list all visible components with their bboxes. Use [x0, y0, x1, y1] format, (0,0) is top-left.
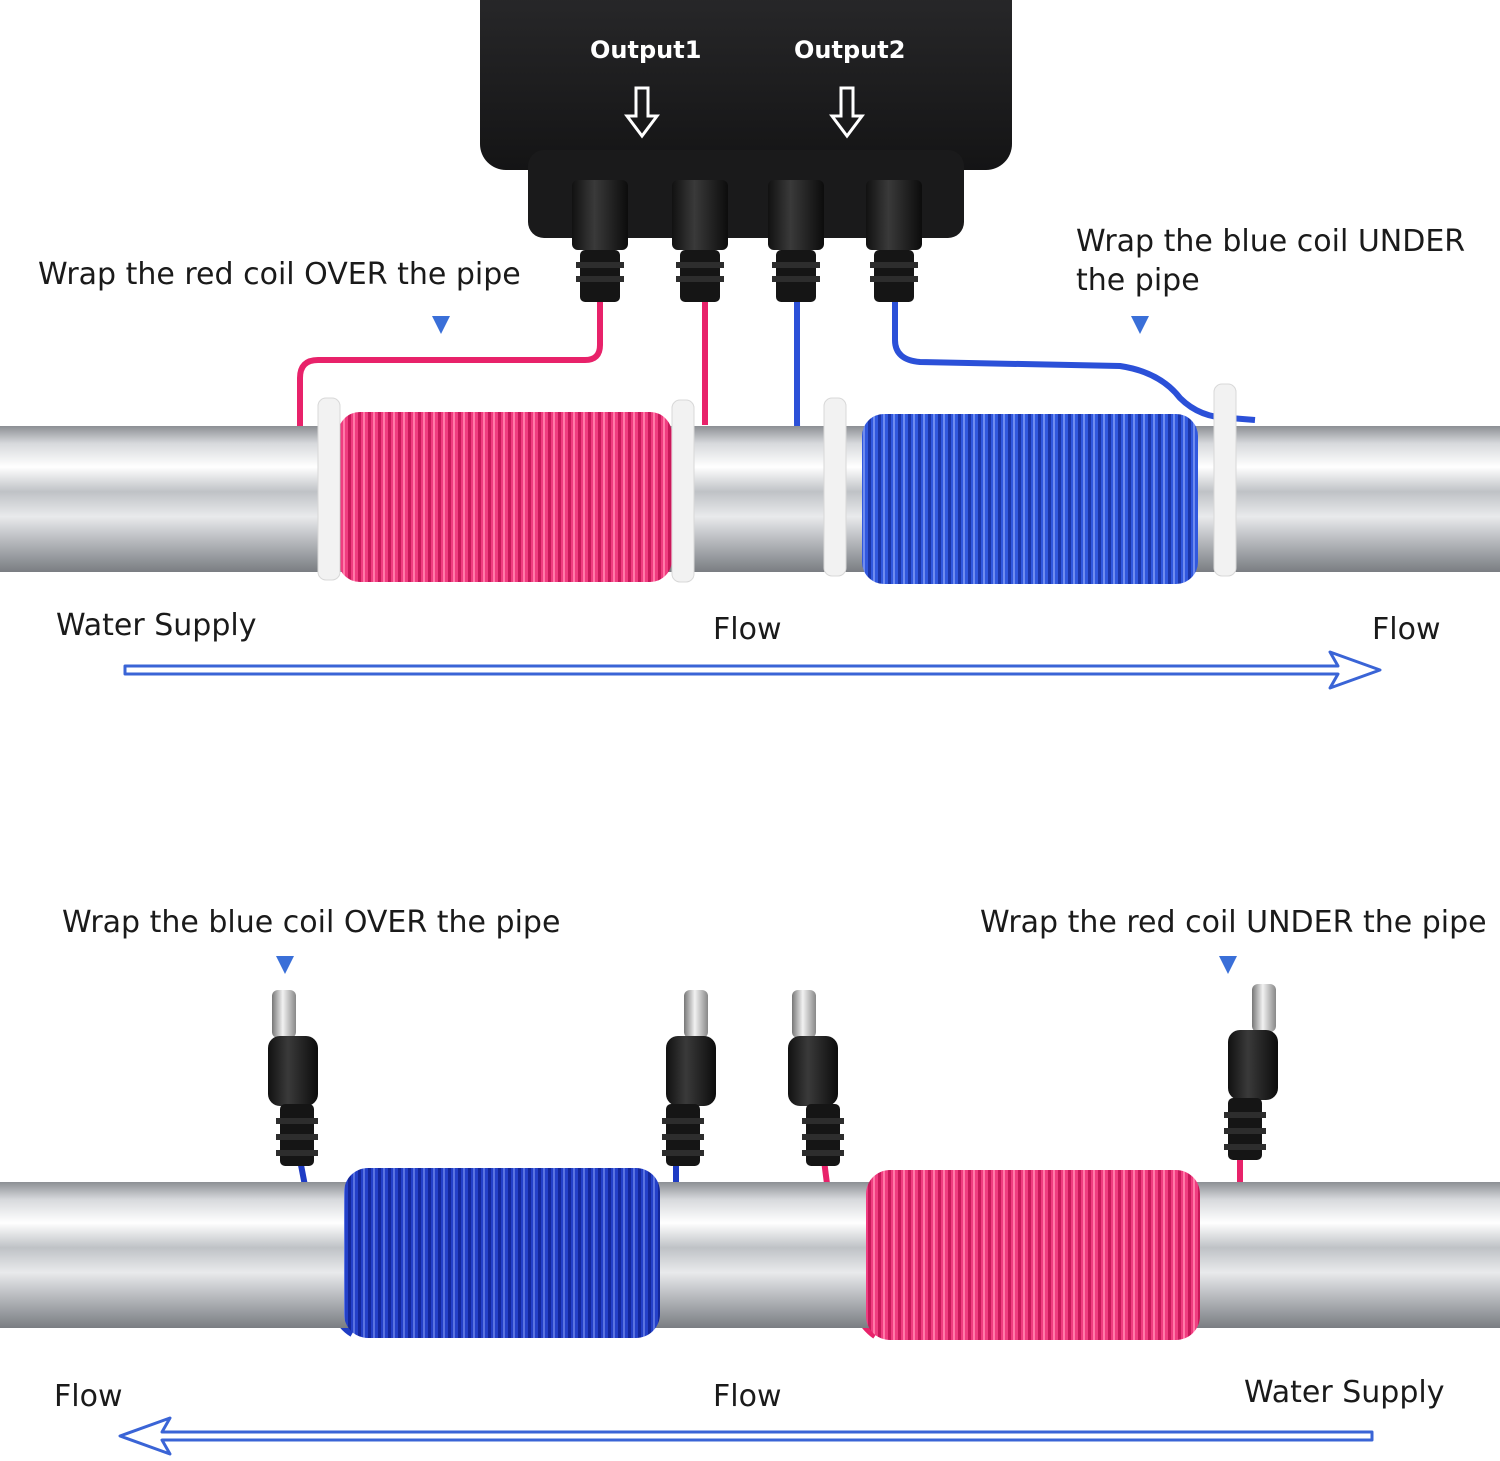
- bottom-flow-left-label: Flow: [54, 1379, 123, 1414]
- output1-label: Output1: [590, 36, 702, 64]
- top-flow-right-label: Flow: [1372, 612, 1441, 647]
- controller-box: [480, 0, 1012, 238]
- top-pipe: [0, 426, 1500, 572]
- pointer-triangle-icon: [432, 316, 450, 334]
- bottom-blue-coil: [344, 1168, 660, 1338]
- cable-tie: [671, 399, 695, 583]
- pointer-triangle-icon: [1131, 316, 1149, 334]
- output2-label: Output2: [794, 36, 906, 64]
- top-flow-arrow: [123, 650, 1382, 690]
- top-flow-center-label: Flow: [713, 612, 782, 647]
- top-red-coil: [338, 412, 672, 582]
- top-right-instruction: Wrap the blue coil UNDER the pipe: [1076, 224, 1466, 298]
- dc-plug-4: [1224, 984, 1278, 1160]
- connector-4: [866, 180, 922, 302]
- bottom-left-instruction: Wrap the blue coil OVER the pipe: [62, 905, 561, 940]
- bottom-right-instruction: Wrap the red coil UNDER the pipe: [980, 905, 1487, 940]
- cable-tie: [823, 397, 847, 577]
- blue-cable-right: [892, 300, 1256, 423]
- top-left-instruction: Wrap the red coil OVER the pipe: [38, 257, 521, 292]
- dc-plug-2: [662, 990, 716, 1166]
- pointer-triangle-icon: [1219, 956, 1237, 974]
- pointer-triangle-icon: [276, 956, 294, 974]
- top-blue-coil: [862, 414, 1198, 584]
- bottom-pipe: [0, 1182, 1500, 1328]
- bottom-flow-arrow: [118, 1416, 1374, 1456]
- output1-arrow-icon: [624, 86, 660, 139]
- top-supply-label: Water Supply: [56, 608, 257, 643]
- cable-tie: [1213, 383, 1237, 577]
- dc-plug-1: [268, 990, 318, 1166]
- bottom-supply-label: Water Supply: [1244, 1375, 1445, 1410]
- connector-2: [672, 180, 728, 302]
- dc-plug-3: [788, 990, 844, 1166]
- bottom-red-coil: [866, 1170, 1200, 1340]
- cable-tie: [317, 397, 341, 581]
- connector-1: [572, 180, 628, 302]
- connector-3: [768, 180, 824, 302]
- bottom-flow-center-label: Flow: [713, 1379, 782, 1414]
- output2-arrow-icon: [829, 86, 865, 139]
